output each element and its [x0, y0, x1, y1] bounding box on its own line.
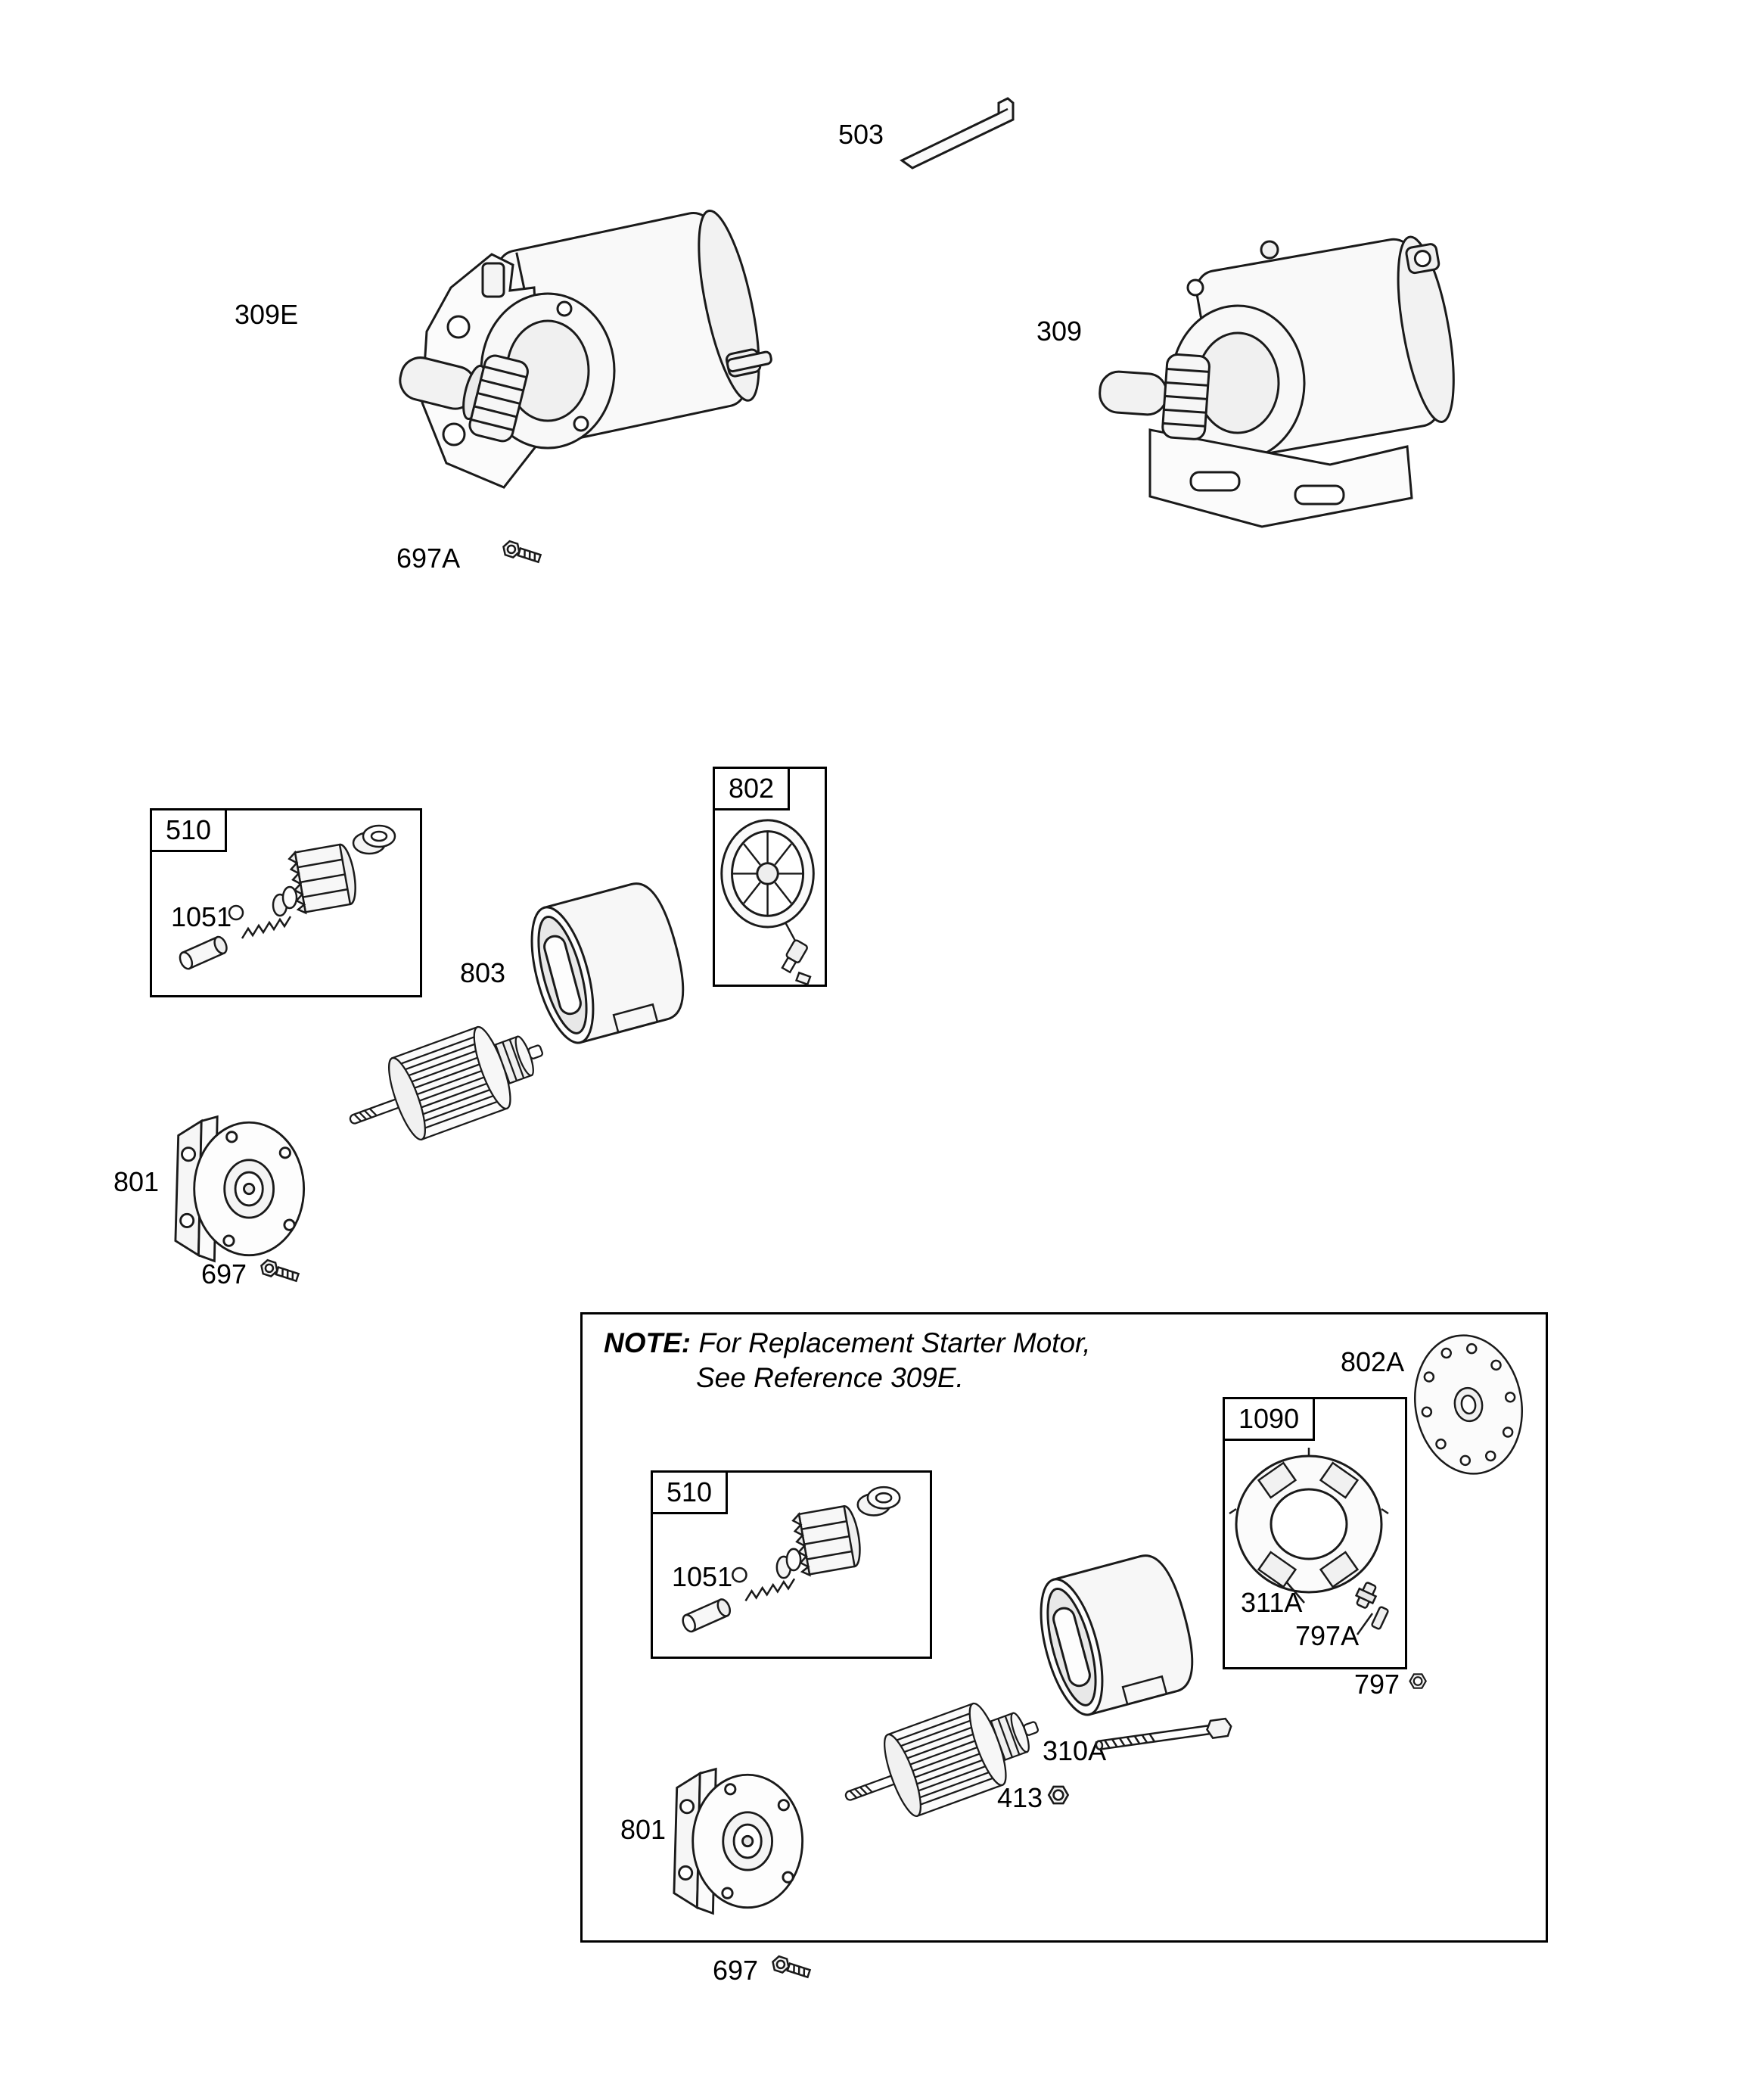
end-bracket-801-top-drawing: [174, 1115, 306, 1262]
callout-503: 503: [838, 119, 884, 150]
starter-motor-309-drawing: [1099, 235, 1455, 528]
callout-310a: 310A: [1043, 1735, 1107, 1766]
note-text-1: For Replacement Starter Motor,: [698, 1327, 1091, 1358]
callout-803: 803: [460, 957, 506, 988]
note-section-frame: [580, 1312, 1548, 1943]
brush-housing-1090-drawing: [1229, 1448, 1389, 1635]
bolt-697-top-drawing: [258, 1258, 301, 1286]
callout-801-top: 801: [113, 1166, 160, 1197]
callout-697-bottom: 697: [713, 1955, 759, 1986]
callout-697-top: 697: [201, 1258, 247, 1290]
callout-309e: 309E: [235, 299, 299, 330]
frame-tag-1090: 1090: [1223, 1397, 1316, 1441]
brush-plate-802a-drawing: [1413, 1334, 1524, 1475]
frame-tag-802: 802: [713, 767, 791, 810]
callout-1051-top: 1051: [171, 901, 232, 932]
callout-697a: 697A: [396, 543, 461, 574]
frame-tag-510-top: 510: [150, 808, 228, 852]
note-line-1: NOTE: For Replacement Starter Motor,: [604, 1326, 1091, 1361]
bolt-697a-drawing: [500, 539, 543, 567]
callout-311a: 311A: [1241, 1587, 1303, 1618]
callout-309: 309: [1036, 316, 1083, 347]
callout-802a: 802A: [1341, 1346, 1405, 1377]
note-text-2: See Reference 309E.: [696, 1362, 964, 1394]
callout-801-bottom: 801: [620, 1814, 667, 1845]
note-box: NOTE: For Replacement Starter Motor, See…: [604, 1326, 1091, 1396]
bolt-697-bottom-drawing: [769, 1954, 813, 1982]
note-label: NOTE:: [604, 1327, 691, 1358]
callout-797: 797: [1354, 1669, 1400, 1700]
starter-motor-309e-drawing: [399, 209, 772, 489]
armature-bottom-drawing: [830, 1685, 1053, 1838]
frame-510-top: [150, 808, 422, 997]
end-cap-802-drawing: [720, 819, 815, 986]
callout-1051-bottom: 1051: [672, 1561, 733, 1592]
clamp-503-drawing: [900, 97, 1015, 170]
armature-top-drawing: [334, 1008, 558, 1162]
callout-797a: 797A: [1295, 1620, 1360, 1651]
frame-510-bottom: [651, 1470, 932, 1659]
nut-797-drawing: [1409, 1673, 1427, 1689]
end-bracket-801-bottom-drawing: [673, 1768, 804, 1915]
callout-413: 413: [997, 1782, 1043, 1813]
frame-tag-510-bottom: 510: [651, 1470, 729, 1514]
through-bolt-310a-drawing: [1095, 1717, 1232, 1751]
